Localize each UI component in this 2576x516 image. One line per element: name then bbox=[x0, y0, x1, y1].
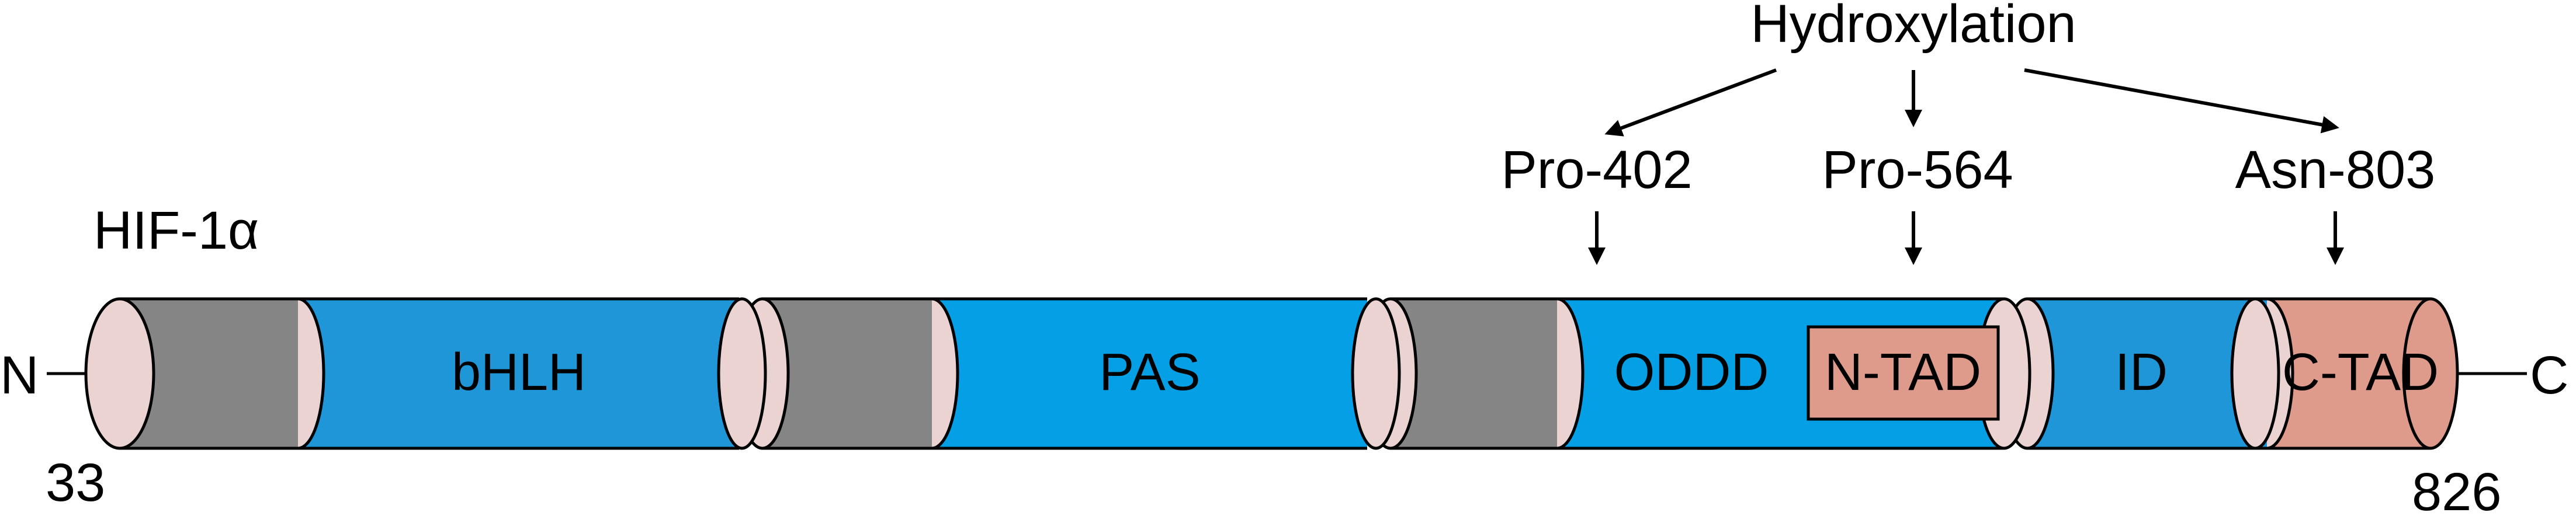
arrow-hydroxylation-to-pro402 bbox=[1604, 68, 1777, 137]
site-label-asn803: Asn-803 bbox=[2235, 140, 2436, 200]
domain-label-ctad: C-TAD bbox=[2282, 343, 2439, 402]
end-residue-label: 826 bbox=[2412, 462, 2502, 516]
c-terminus-label: C bbox=[2530, 346, 2568, 405]
domain-label-pas: PAS bbox=[1099, 343, 1200, 402]
segment-pas bbox=[904, 297, 1401, 450]
domain-label-ntad: N-TAD bbox=[1825, 343, 1981, 402]
arrow-hydroxylation-to-asn803 bbox=[2024, 68, 2339, 134]
site-label-pro402: Pro-402 bbox=[1501, 140, 1692, 200]
domain-label-oddd: ODDD bbox=[1614, 343, 1769, 402]
ntad-box bbox=[1807, 325, 2000, 421]
start-residue-label: 33 bbox=[46, 453, 105, 512]
domain-label-bhlh: bHLH bbox=[452, 343, 586, 402]
hydroxylation-title: Hydroxylation bbox=[1750, 0, 2076, 54]
protein-name-label: HIF-1α bbox=[93, 201, 259, 260]
segment-linker-1 bbox=[84, 297, 298, 450]
domain-label-id: ID bbox=[2115, 343, 2168, 402]
site-label-pro564: Pro-564 bbox=[1822, 140, 2013, 200]
n-terminus-label: N bbox=[0, 346, 39, 405]
